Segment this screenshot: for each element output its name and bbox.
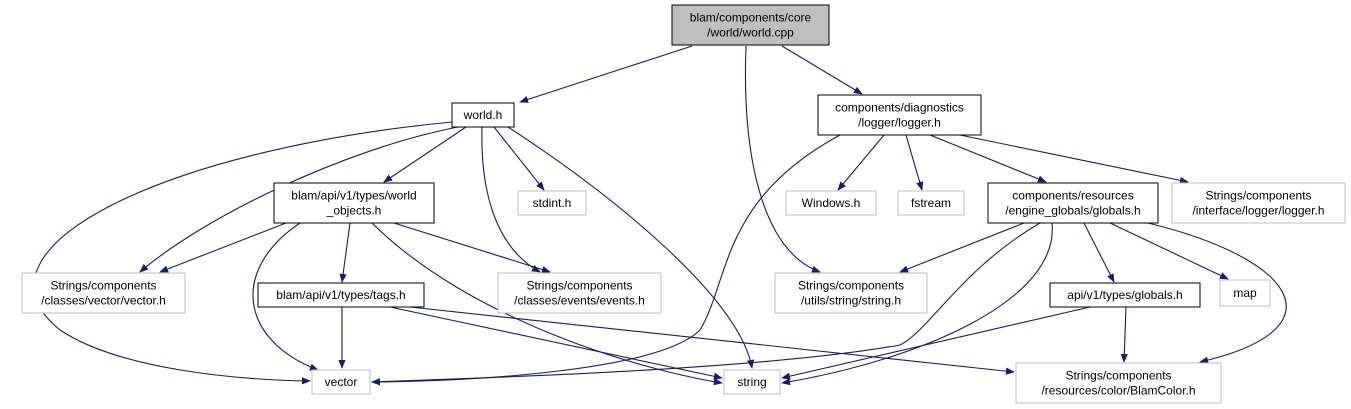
node-label: api/v1/types/globals.h — [1067, 288, 1182, 302]
node-label: blam/api/v1/types/world — [291, 189, 416, 203]
edge-tags_h-to-string — [389, 306, 723, 380]
node-stdint-h: stdint.h — [517, 190, 587, 216]
edge-world_h-to-stdint_h — [493, 126, 545, 191]
edge-world_objects_h-to-tags_h — [339, 222, 351, 283]
edge-engine_globals_h-to-string_h — [899, 222, 1025, 273]
node-label: /engine_globals/globals.h — [1005, 204, 1140, 218]
edge-engine_globals_h-to-api_globals_h — [1083, 222, 1115, 283]
node-box — [1049, 282, 1201, 308]
node-api-globals-h[interactable]: api/v1/types/globals.h — [1049, 282, 1201, 308]
node-label: components/resources — [1012, 189, 1133, 203]
edge-logger_h-to-windows_h — [837, 134, 885, 191]
node-logger-h[interactable]: components/diagnostics/logger/logger.h — [817, 94, 982, 136]
node-box — [671, 4, 830, 46]
node-box — [21, 272, 186, 314]
edge-tags_h-to-blamcolor_h — [409, 306, 1015, 375]
node-label: Strings/components — [1065, 369, 1171, 383]
node-box — [774, 272, 928, 314]
node-label: fstream — [911, 196, 951, 210]
edge-root-to-logger_h — [781, 45, 863, 95]
node-windows-h: Windows.h — [785, 190, 877, 216]
node-label: blam/components/core — [690, 11, 812, 25]
edge-world_objects_h-to-vector_h — [159, 222, 287, 273]
edge-world_objects_h-to-vector — [252, 222, 319, 371]
node-label: Strings/components — [798, 279, 904, 293]
node-label: blam/api/v1/types/tags.h — [276, 288, 405, 302]
node-fstream: fstream — [897, 190, 965, 216]
node-box — [785, 190, 877, 216]
node-label: /interface/logger/logger.h — [1192, 204, 1324, 218]
node-world-objects-h[interactable]: blam/api/v1/types/world_objects.h — [273, 182, 435, 224]
node-box — [311, 369, 371, 395]
node-box — [1219, 279, 1271, 307]
node-label: /logger/logger.h — [858, 116, 941, 130]
edge-api_globals_h-to-string — [781, 306, 1091, 380]
edge-world_h-to-string — [507, 126, 755, 369]
edge-logger_h-to-str_logger_h — [959, 134, 1189, 184]
node-vector-h: Strings/components/classes/vector/vector… — [21, 272, 186, 314]
node-label: Windows.h — [802, 196, 861, 210]
node-label: Strings/components — [526, 279, 632, 293]
node-box — [517, 190, 587, 216]
edge-world_h-to-vector — [33, 121, 453, 385]
edge-engine_globals_h-to-vector — [371, 222, 1041, 386]
node-label: components/diagnostics — [835, 101, 964, 115]
edge-logger_h-to-engine_globals_h — [929, 134, 1047, 183]
node-box — [1015, 362, 1222, 404]
edge-world_objects_h-to-events_h — [393, 222, 551, 274]
edges-layer — [33, 45, 1287, 386]
node-label: /utils/string/string.h — [801, 294, 901, 308]
node-label: /world/world.cpp — [707, 26, 794, 40]
node-string: string — [723, 369, 781, 395]
node-blamcolor-h: Strings/components/resources/color/BlamC… — [1015, 362, 1222, 404]
node-vector: vector — [311, 369, 371, 395]
node-box — [897, 190, 965, 216]
node-label: Strings/components — [1205, 189, 1311, 203]
edge-root-to-world_h — [519, 45, 693, 103]
edge-engine_globals_h-to-map — [1109, 222, 1229, 280]
node-label: world.h — [463, 108, 503, 122]
node-map: map — [1219, 279, 1271, 307]
node-box — [987, 182, 1159, 224]
edge-engine_globals_h-to-blamcolor_h — [1147, 222, 1287, 364]
edge-world_h-to-world_objects_h — [383, 126, 467, 183]
node-world-h[interactable]: world.h — [451, 102, 515, 128]
node-box — [273, 182, 435, 224]
edge-root-to-string_h — [744, 45, 821, 273]
node-label: /classes/vector/vector.h — [41, 294, 166, 308]
edge-api_globals_h-to-blamcolor_h — [1120, 306, 1128, 363]
node-label: vector — [325, 375, 358, 389]
node-box — [257, 282, 425, 308]
node-label: Strings/components — [50, 279, 156, 293]
node-events-h: Strings/components/classes/events/events… — [497, 272, 662, 314]
node-box — [723, 369, 781, 395]
node-label: _objects.h — [326, 204, 382, 218]
node-label: /resources/color/BlamColor.h — [1041, 384, 1195, 398]
node-engine-globals-h[interactable]: components/resources/engine_globals/glob… — [987, 182, 1159, 224]
node-string-h: Strings/components/utils/string/string.h — [774, 272, 928, 314]
node-root[interactable]: blam/components/core/world/world.cpp — [671, 4, 830, 46]
node-label: string — [737, 375, 766, 389]
edge-engine_globals_h-to-string — [781, 222, 1053, 386]
node-box — [497, 272, 662, 314]
edge-world_objects_h-to-string — [371, 222, 723, 386]
node-label: map — [1233, 286, 1257, 300]
node-label: stdint.h — [533, 196, 572, 210]
nodes-layer: blam/components/core/world/world.cpp worl… — [21, 4, 1346, 404]
node-str-logger-h: Strings/components/interface/logger/logg… — [1171, 182, 1346, 224]
node-label: /classes/events/events.h — [514, 294, 645, 308]
node-box — [817, 94, 982, 136]
node-tags-h[interactable]: blam/api/v1/types/tags.h — [257, 282, 425, 308]
node-box — [451, 102, 515, 128]
edge-logger_h-to-fstream — [905, 134, 924, 191]
edge-world_h-to-events_h — [481, 126, 541, 273]
node-box — [1171, 182, 1346, 224]
edge-logger_h-to-vector — [371, 134, 841, 386]
